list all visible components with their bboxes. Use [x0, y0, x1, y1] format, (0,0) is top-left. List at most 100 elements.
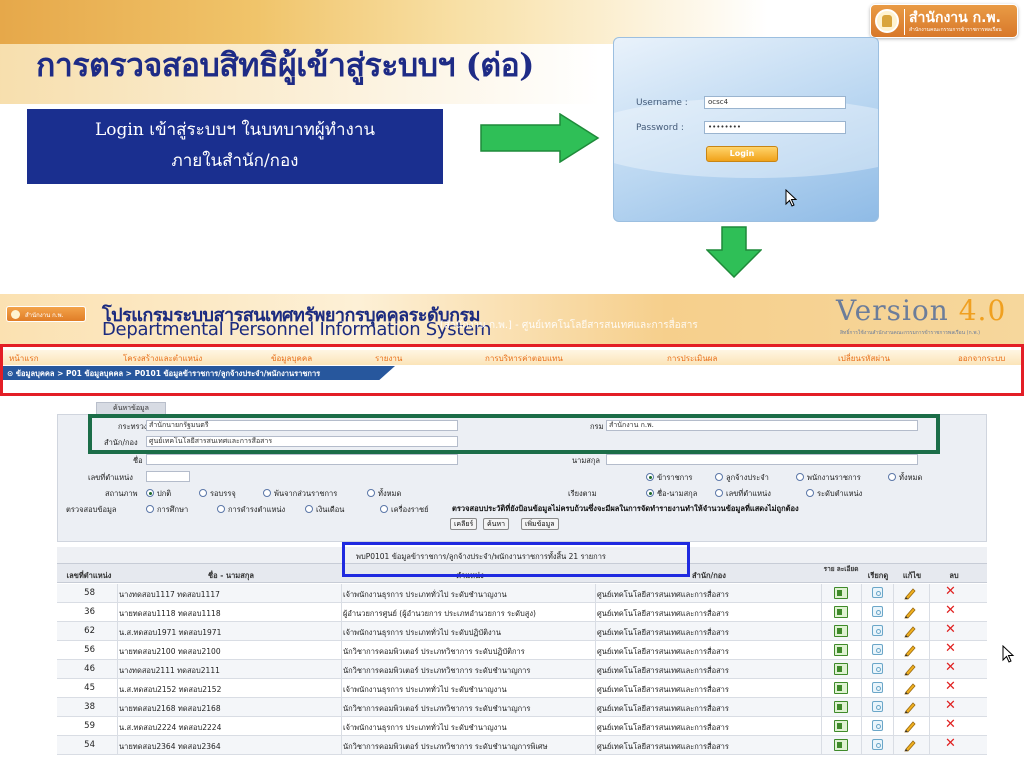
password-field[interactable]: ••••••••	[704, 121, 846, 134]
detail-icon[interactable]	[834, 739, 848, 751]
department-label: กรม	[590, 422, 604, 431]
clear-button[interactable]: เคลียร์	[450, 518, 478, 530]
check-education-radio[interactable]: การศึกษา	[146, 504, 188, 516]
cell-name: นายทดสอบ2364 ทดสอบ2364	[119, 742, 221, 751]
cell-position: ผู้อำนวยการศูนย์ (ผู้อำนวยการ ประเภทอำนว…	[343, 609, 536, 618]
division-field[interactable]: ศูนย์เทคโนโลยีสารสนเทศและการสื่อสาร	[146, 436, 458, 447]
view-icon[interactable]	[872, 682, 883, 693]
detail-icon[interactable]	[834, 625, 848, 637]
pencil-icon[interactable]	[903, 586, 917, 600]
status-all-radio[interactable]: ทั้งหมด	[367, 488, 401, 500]
cell-division: ศูนย์เทคโนโลยีสารสนเทศและการสื่อสาร	[597, 723, 729, 732]
pencil-icon[interactable]	[903, 719, 917, 733]
check-label: ตรวจสอบข้อมูล	[66, 505, 117, 514]
view-icon[interactable]	[872, 663, 883, 674]
table-caption-text: พบP0101 ข้อมูลข้าราชการ/ลูกจ้างประจำ/พนั…	[356, 552, 606, 561]
cell-position-no: 58	[84, 588, 95, 598]
view-icon[interactable]	[872, 720, 883, 731]
delete-icon[interactable]: ✕	[945, 698, 956, 713]
sort-label: เรียงตาม	[568, 489, 597, 498]
type-employee-radio[interactable]: พนักงานราชการ	[796, 472, 861, 484]
check-position-radio[interactable]: การดำรงตำแหน่ง	[217, 504, 285, 516]
table-caption: พบP0101 ข้อมูลข้าราชการ/ลูกจ้างประจำ/พนั…	[57, 547, 987, 563]
lastname-field[interactable]	[606, 454, 918, 465]
type-permanent-radio[interactable]: ลูกจ้างประจำ	[715, 472, 769, 484]
view-icon[interactable]	[872, 701, 883, 712]
delete-icon[interactable]: ✕	[945, 641, 956, 656]
username-field[interactable]: ocsc4	[704, 96, 846, 109]
delete-icon[interactable]: ✕	[945, 679, 956, 694]
garuda-seal-icon	[875, 9, 899, 33]
cell-position: นักวิชาการคอมพิวเตอร์ ประเภทวิชาการ ระดั…	[343, 647, 525, 656]
detail-icon[interactable]	[834, 587, 848, 599]
view-icon[interactable]	[872, 625, 883, 636]
title-gradient-band	[0, 44, 600, 104]
sort-position-no-radio[interactable]: เลขที่ตำแหน่ง	[715, 488, 771, 500]
firstname-field[interactable]	[146, 454, 458, 465]
type-all-radio[interactable]: ทั้งหมด	[888, 472, 922, 484]
cell-position-no: 62	[84, 626, 95, 636]
firstname-label: ชื่อ	[133, 456, 143, 465]
delete-icon[interactable]: ✕	[945, 736, 956, 751]
cell-division: ศูนย์เทคโนโลยีสารสนเทศและการสื่อสาร	[597, 742, 729, 751]
detail-icon[interactable]	[834, 682, 848, 694]
menu-evaluation[interactable]: การประเมินผล	[667, 354, 718, 363]
delete-icon[interactable]: ✕	[945, 622, 956, 637]
pencil-icon[interactable]	[903, 624, 917, 638]
view-icon[interactable]	[872, 606, 883, 617]
detail-icon[interactable]	[834, 720, 848, 732]
pencil-icon[interactable]	[903, 681, 917, 695]
detail-icon[interactable]	[834, 663, 848, 675]
delete-icon[interactable]: ✕	[945, 584, 956, 599]
search-button[interactable]: ค้นหา	[483, 518, 510, 530]
caption-highlight	[342, 542, 690, 577]
pencil-icon[interactable]	[903, 643, 917, 657]
status-left-radio[interactable]: พ้นจากส่วนราชการ	[263, 488, 337, 500]
pencil-icon[interactable]	[903, 662, 917, 676]
delete-icon[interactable]: ✕	[945, 660, 956, 675]
sort-level-radio[interactable]: ระดับตำแหน่ง	[806, 488, 862, 500]
login-button[interactable]: Login	[706, 146, 778, 162]
view-icon[interactable]	[872, 587, 883, 598]
menu-change-password[interactable]: เปลี่ยนรหัสผ่าน	[838, 354, 890, 363]
menu-home[interactable]: หน้าแรก	[9, 354, 39, 363]
menu-logout[interactable]: ออกจากระบบ	[958, 354, 1006, 363]
cell-position: นักวิชาการคอมพิวเตอร์ ประเภทวิชาการ ระดั…	[343, 742, 548, 751]
detail-icon[interactable]	[834, 701, 848, 713]
view-icon[interactable]	[872, 739, 883, 750]
menu-compensation[interactable]: การบริหารค่าตอบแทน	[485, 354, 563, 363]
cell-division: ศูนย์เทคโนโลยีสารสนเทศและการสื่อสาร	[597, 590, 729, 599]
add-data-button[interactable]: เพิ่มข้อมูล	[521, 518, 559, 530]
view-icon[interactable]	[872, 644, 883, 655]
detail-icon[interactable]	[834, 606, 848, 618]
department-field[interactable]: สำนักงาน ก.พ.	[606, 420, 918, 431]
menu-structure[interactable]: โครงสร้างและตำแหน่ง	[123, 354, 203, 363]
ministry-field[interactable]: สำนักนายกรัฐมนตรี	[146, 420, 458, 431]
app-logo-text: สำนักงาน ก.พ.	[25, 312, 64, 319]
delete-icon[interactable]: ✕	[945, 717, 956, 732]
cell-position-no: 45	[84, 683, 95, 693]
pencil-icon[interactable]	[903, 700, 917, 714]
breadcrumb-text[interactable]: ⊙ ข้อมูลบุคคล > P01 ข้อมูลบุคคล > P0101 …	[7, 369, 321, 378]
menu-report[interactable]: รายงาน	[375, 354, 403, 363]
position-no-field[interactable]	[146, 471, 190, 482]
type-civil-radio[interactable]: ข้าราชการ	[646, 472, 692, 484]
check-salary-radio[interactable]: เงินเดือน	[305, 504, 344, 516]
slide-title: การตรวจสอบสิทธิผู้เข้าสู่ระบบฯ (ต่อ)	[36, 46, 534, 84]
cell-position: เจ้าพนักงานธุรการ ประเภททั่วไป ระดับชำนา…	[343, 590, 507, 599]
cell-division: ศูนย์เทคโนโลยีสารสนเทศและการสื่อสาร	[597, 647, 729, 656]
delete-icon[interactable]: ✕	[945, 603, 956, 618]
cell-name: น.ส.ทดสอบ1971 ทดสอบ1971	[119, 628, 222, 637]
status-pending-radio[interactable]: รอบรรจุ	[199, 488, 236, 500]
check-decoration-radio[interactable]: เครื่องราชย์	[380, 504, 429, 516]
sort-name-radio[interactable]: ชื่อ-นามสกุล	[646, 488, 697, 500]
menu-person[interactable]: ข้อมูลบุคคล	[271, 354, 313, 363]
pencil-icon[interactable]	[903, 605, 917, 619]
app-version: Version 4.0	[836, 294, 1006, 327]
status-normal-radio[interactable]: ปกติ	[146, 488, 171, 500]
detail-icon[interactable]	[834, 644, 848, 656]
pencil-icon[interactable]	[903, 738, 917, 752]
